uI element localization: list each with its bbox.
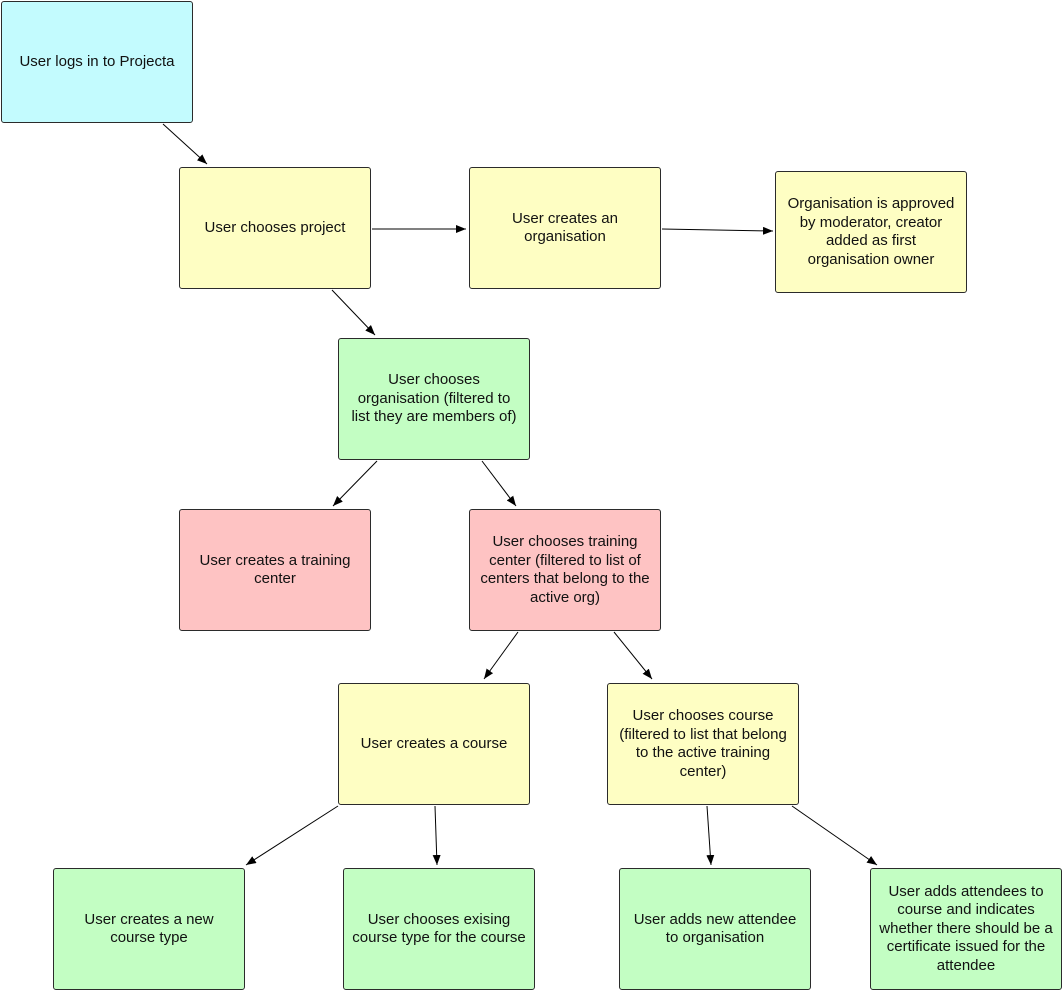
node-label: User creates a new course type <box>84 910 214 947</box>
node-label: User creates a course <box>360 734 508 752</box>
edge-choose-training-center-to-create-course <box>483 631 519 680</box>
edge-choose-course-to-add-attendees-course <box>791 805 878 866</box>
node-label: User chooses exising course type for the… <box>352 910 526 947</box>
node-label: User chooses organisation (filtered to l… <box>351 371 517 426</box>
node-label: User chooses course (filtered to list th… <box>619 707 787 780</box>
node-create-course: User creates a course <box>338 683 530 805</box>
node-label: Organisation is approved by moderator, c… <box>787 195 955 268</box>
edge-login-to-choose-project <box>162 123 208 165</box>
edge-create-org-to-org-approved <box>661 226 774 235</box>
edge-choose-project-to-choose-org <box>331 289 376 336</box>
node-choose-training-center: User chooses training center (filtered t… <box>469 509 661 631</box>
node-label: User creates an organisation <box>512 209 618 246</box>
node-add-attendees-course: User adds attendees to course and indica… <box>870 868 1062 990</box>
node-label: User logs in to Projecta <box>19 52 175 70</box>
node-label: User creates a training center <box>199 551 351 588</box>
node-create-training-center: User creates a training center <box>179 509 371 631</box>
node-choose-course-type: User chooses exising course type for the… <box>343 868 535 990</box>
edge-create-course-to-choose-course-type <box>432 805 441 866</box>
node-login: User logs in to Projecta <box>1 1 193 123</box>
edge-choose-training-center-to-choose-course <box>613 631 653 680</box>
node-org-approved: Organisation is approved by moderator, c… <box>775 171 967 293</box>
node-choose-project: User chooses project <box>179 167 371 289</box>
node-add-attendee: User adds new attendee to organisation <box>619 868 811 990</box>
node-choose-org: User chooses organisation (filtered to l… <box>338 338 530 460</box>
node-create-course-type: User creates a new course type <box>53 868 245 990</box>
edge-choose-org-to-choose-training-center <box>481 460 517 507</box>
edge-choose-course-to-add-attendee <box>706 805 715 866</box>
node-label: User adds new attendee to organisation <box>633 910 797 947</box>
node-choose-course: User chooses course (filtered to list th… <box>607 683 799 805</box>
node-label: User chooses training center (filtered t… <box>480 533 650 606</box>
edge-choose-org-to-create-training-center <box>332 460 378 507</box>
edge-create-course-to-create-course-type <box>245 805 339 866</box>
node-label: User adds attendees to course and indica… <box>879 882 1053 974</box>
node-label: User chooses project <box>204 218 346 236</box>
node-create-org: User creates an organisation <box>469 167 661 289</box>
